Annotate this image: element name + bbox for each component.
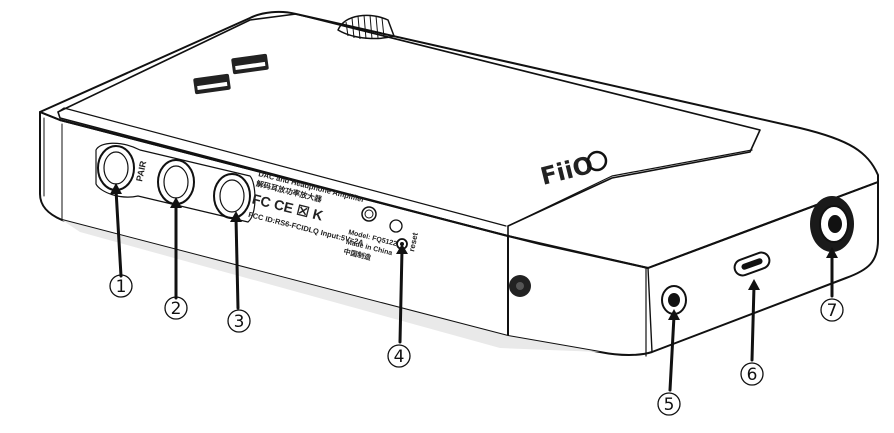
- svg-text:7: 7: [827, 301, 838, 321]
- svg-text:2: 2: [171, 299, 182, 319]
- recycle-mark: [389, 219, 403, 233]
- svg-text:PAIR: PAIR: [134, 159, 148, 182]
- callout-2: 2: [164, 296, 188, 320]
- side-port: [509, 275, 531, 297]
- port-6-usbc[interactable]: [732, 250, 771, 277]
- svg-text:6: 6: [747, 365, 758, 385]
- callout-1: 1: [109, 274, 133, 298]
- callout-6: 6: [740, 362, 764, 386]
- callout-3: 3: [227, 309, 251, 333]
- leader-3: [234, 216, 240, 310]
- svg-text:FiiO: FiiO: [538, 151, 596, 191]
- svg-text:5: 5: [664, 395, 675, 415]
- leader-1: [114, 188, 123, 278]
- ccc-mark: [361, 206, 377, 222]
- reset-label: reset: [407, 232, 420, 253]
- callout-4: 4: [387, 344, 411, 368]
- svg-text:3: 3: [234, 312, 245, 332]
- model-block: Model: FQ5122 Made in China 中国制造: [343, 229, 398, 262]
- leader-5: [668, 314, 676, 392]
- svg-text:4: 4: [394, 347, 405, 367]
- hires-badge-2: [231, 53, 269, 75]
- svg-text:reset: reset: [407, 232, 420, 253]
- button-3[interactable]: [213, 173, 251, 219]
- callout-7: 7: [820, 298, 844, 322]
- top-panel: [57, 13, 761, 237]
- hires-badge-1: [193, 73, 231, 95]
- leader-6: [750, 284, 756, 362]
- port-7-headphone-jack[interactable]: [810, 196, 854, 252]
- callout-5: 5: [657, 392, 681, 416]
- pair-label: PAIR: [134, 159, 148, 182]
- leader-arrowheads: [110, 183, 838, 320]
- leader-4: [398, 248, 404, 344]
- volume-knob: [337, 14, 395, 40]
- button-recess: [95, 142, 256, 223]
- end-face: [507, 181, 879, 356]
- svg-text:1: 1: [116, 277, 127, 297]
- brand-logo: FiiO: [538, 151, 596, 191]
- callout-leaders: [114, 188, 834, 392]
